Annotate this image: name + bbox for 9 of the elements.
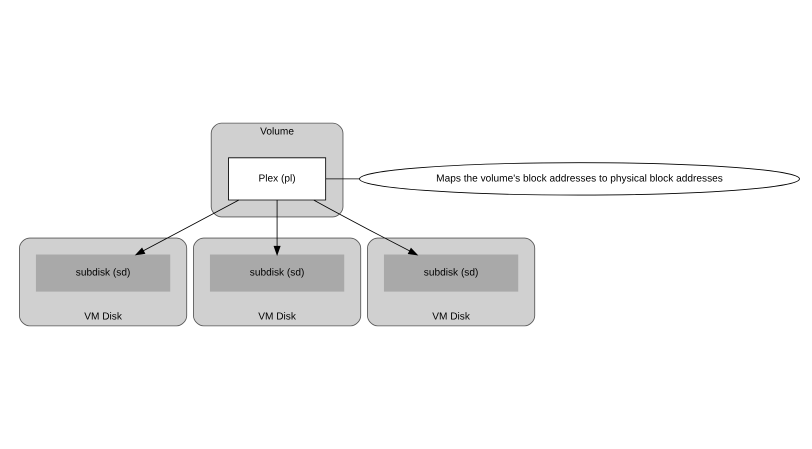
node-box: Plex (pl) (228, 157, 326, 200)
arrow (274, 200, 281, 256)
node-box: subdisk (sd) (210, 254, 344, 292)
node-box: subdisk (sd) (384, 254, 518, 292)
connector (325, 178, 360, 180)
arrow (313, 200, 418, 256)
node-box: subdisk (sd) (36, 254, 170, 292)
arrow (134, 200, 240, 256)
node-ellipse: Maps the volume's block addresses to physical block addresses (359, 162, 800, 196)
